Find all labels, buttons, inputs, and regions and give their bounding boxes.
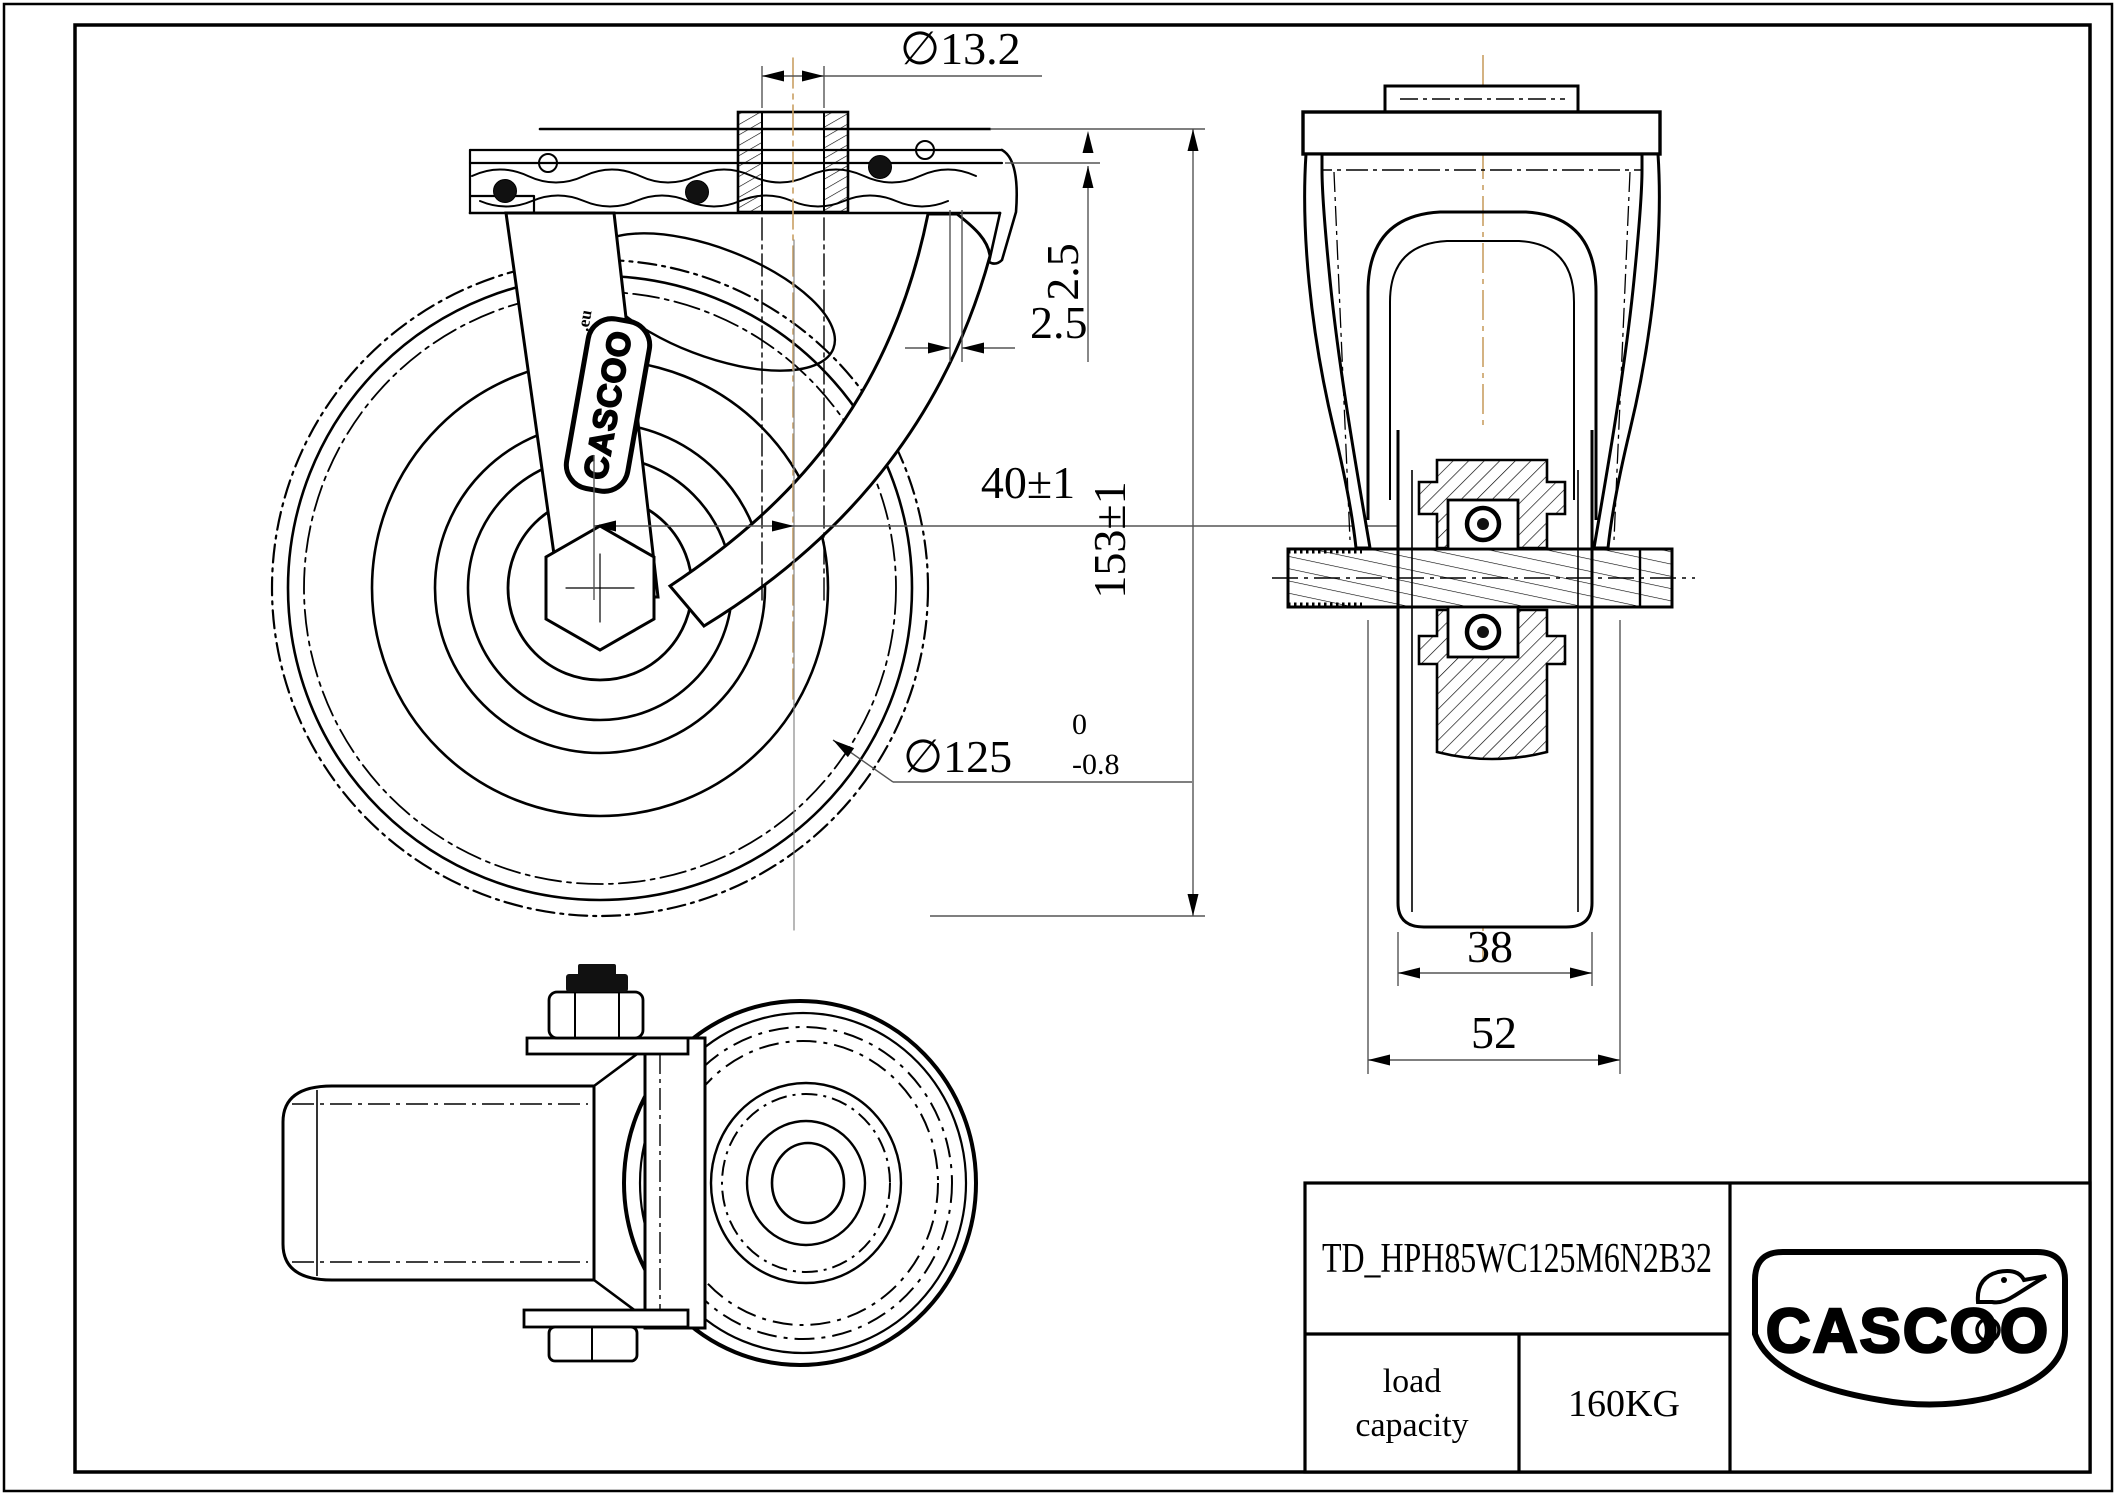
load-capacity-value: 160KG (1568, 1383, 1680, 1425)
logo-wheel-hub-icon (1975, 1317, 2001, 1343)
dim-swivel-radius-text: 40±1 (981, 457, 1075, 508)
front-view-dimensions: 38 52 (1367, 620, 1621, 1074)
dim-stem-bore-text: ∅13.2 (900, 23, 1021, 74)
dim-wheel-diameter-tol-upper: 0 (1072, 708, 1087, 741)
dim-hub-width-text: 52 (1471, 1007, 1517, 1058)
title-block: TD_HPH85WC125M6N2B32 load capacity 160KG… (1303, 1181, 2092, 1474)
fork-badge: CASCOO (563, 316, 653, 494)
dim-wheel-diameter-tol-lower: -0.8 (1072, 748, 1120, 781)
bottom-view (281, 964, 978, 1367)
cascoo-logo-badge: CASCOO (1752, 1249, 2068, 1408)
dim-tread-width-text: 38 (1467, 921, 1513, 972)
front-section-view (1272, 55, 1695, 962)
brand-logo: CASCOO (1766, 1297, 2050, 1366)
bearing-lower (1446, 605, 1520, 659)
side-view-dimensions: ∅13.2 2.5 2.5 40±1 (593, 23, 1445, 917)
dim-stem-offset-text: 2.5 (1030, 297, 1088, 348)
dim-swivel-radius (593, 455, 1445, 600)
load-capacity-label-line2: capacity (1355, 1407, 1468, 1444)
part-number: TD_HPH85WC125M6N2B32 (1322, 1236, 1712, 1282)
side-view: CASCOO .eu (270, 57, 1018, 931)
dim-plate-thickness (990, 128, 1205, 362)
fork-badge-suffix: .eu (573, 308, 595, 332)
dim-plate-thickness-text: 2.5 (1037, 243, 1088, 301)
dim-wheel-diameter-text: ∅125 (903, 731, 1012, 782)
dim-overall-height (930, 129, 1205, 917)
sheet-inner-border (73, 23, 2092, 1474)
logo-bird-head-icon (1975, 1269, 2048, 1305)
dim-overall-height-text: 153±1 (1084, 481, 1135, 598)
bearing-upper (1446, 498, 1520, 551)
dim-hub-width (1367, 620, 1621, 1074)
dim-tread-width (1397, 932, 1593, 986)
load-capacity-label-line1: load (1383, 1363, 1442, 1400)
